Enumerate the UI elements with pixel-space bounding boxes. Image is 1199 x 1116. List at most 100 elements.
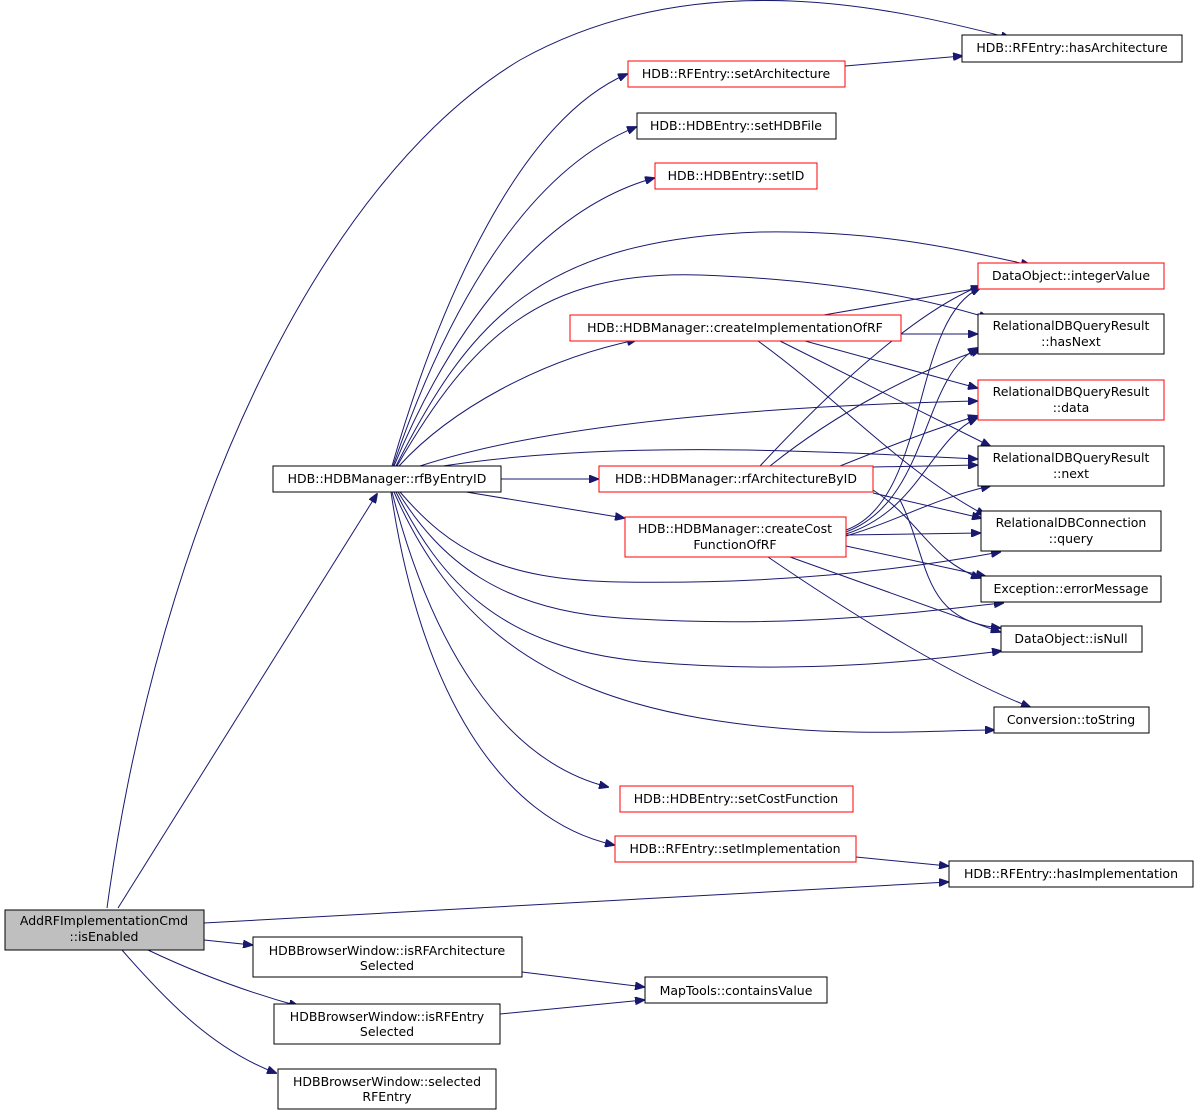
node-set-implementation[interactable]: HDB::RFEntry::setImplementation	[614, 835, 857, 863]
edge-arch-id-error-message	[872, 489, 980, 578]
svg-text:HDB::HDBManager::rfArchitectur: HDB::HDBManager::rfArchitectureByID	[615, 471, 857, 486]
node-has-architecture[interactable]: HDB::RFEntry::hasArchitecture	[961, 34, 1183, 63]
svg-text:RFEntry: RFEntry	[362, 1089, 412, 1104]
edge-root-is-rf-entry-selected	[147, 949, 298, 1006]
node-contains-value[interactable]: MapTools::containsValue	[644, 976, 828, 1004]
svg-text:HDBBrowserWindow::isRFArchitec: HDBBrowserWindow::isRFArchitecture	[269, 943, 506, 958]
node-create-implementation[interactable]: HDB::HDBManager::createImplementationOfR…	[569, 314, 902, 342]
node-root-line1: AddRFImplementationCmd	[20, 913, 188, 928]
svg-text:RelationalDBQueryResult: RelationalDBQueryResult	[993, 450, 1150, 465]
edge-cost-query	[845, 533, 980, 535]
svg-text:FunctionOfRF: FunctionOfRF	[693, 537, 776, 552]
node-set-hdb-file[interactable]: HDB::HDBEntry::setHDBFile	[636, 112, 837, 140]
edge-cost-data	[845, 418, 977, 535]
edge-rf-set-cost-function	[391, 491, 608, 787]
edge-cost-error-message	[845, 545, 985, 576]
node-to-string[interactable]: Conversion::toString	[993, 706, 1150, 734]
edge-rf-query	[399, 491, 1000, 583]
svg-text:::data: ::data	[1053, 400, 1090, 415]
edge-set-impl-has-impl	[855, 856, 948, 866]
edge-rf-set-id	[393, 178, 654, 467]
node-next[interactable]: RelationalDBQueryResult ::next	[977, 445, 1165, 487]
node-rf-architecture-by-id[interactable]: HDB::HDBManager::rfArchitectureByID	[598, 465, 874, 493]
node-set-cost-function[interactable]: HDB::HDBEntry::setCostFunction	[619, 785, 854, 813]
svg-text:::hasNext: ::hasNext	[1041, 334, 1101, 349]
node-is-rf-architecture-selected[interactable]: HDBBrowserWindow::isRFArchitecture Selec…	[252, 936, 523, 978]
svg-text:HDB::HDBManager::createImpleme: HDB::HDBManager::createImplementationOfR…	[587, 320, 883, 335]
edge-root-has-architecture	[106, 0, 1010, 909]
edge-root-selected-rf-entry	[121, 949, 276, 1073]
edge-arch-id-integer-value	[759, 286, 980, 467]
edge-rf-data	[419, 401, 977, 467]
edge-impl-data	[804, 340, 977, 388]
svg-text:Exception::errorMessage: Exception::errorMessage	[994, 581, 1149, 596]
node-create-cost-function[interactable]: HDB::HDBManager::createCost FunctionOfRF	[624, 516, 847, 558]
node-has-next[interactable]: RelationalDBQueryResult ::hasNext	[977, 313, 1165, 355]
svg-text:Selected: Selected	[360, 1024, 414, 1039]
edge-rf-next	[429, 449, 977, 469]
edge-cost-next	[845, 486, 990, 537]
edge-root-is-rf-arch-selected	[203, 939, 252, 945]
nodes: AddRFImplementationCmd ::isEnabled HDB::…	[4, 34, 1194, 1110]
svg-text:DataObject::integerValue: DataObject::integerValue	[992, 268, 1150, 283]
edge-arch-sel-contains	[521, 971, 644, 987]
node-has-implementation[interactable]: HDB::RFEntry::hasImplementation	[948, 860, 1194, 888]
edge-arch-id-data	[829, 416, 977, 471]
svg-text:Conversion::toString: Conversion::toString	[1007, 712, 1135, 727]
svg-text:HDB::RFEntry::hasImplementatio: HDB::RFEntry::hasImplementation	[964, 866, 1178, 881]
edge-set-arch-has-arch	[844, 56, 962, 67]
edge-impl-next	[779, 340, 990, 446]
edge-rf-set-architecture	[391, 74, 627, 467]
svg-text:RelationalDBQueryResult: RelationalDBQueryResult	[993, 318, 1150, 333]
node-set-architecture[interactable]: HDB::RFEntry::setArchitecture	[627, 60, 846, 88]
node-query[interactable]: RelationalDBConnection ::query	[980, 510, 1162, 552]
svg-text:RelationalDBConnection: RelationalDBConnection	[996, 515, 1147, 530]
edge-root-has-implementation	[203, 882, 948, 924]
svg-text:Selected: Selected	[360, 958, 414, 973]
svg-text:HDBBrowserWindow::isRFEntry: HDBBrowserWindow::isRFEntry	[290, 1009, 485, 1024]
edge-cost-is-null	[789, 556, 1000, 632]
node-error-message[interactable]: Exception::errorMessage	[980, 575, 1162, 603]
edge-cost-integer-value	[845, 288, 980, 531]
node-root-line2: ::isEnabled	[70, 929, 139, 944]
svg-text:RelationalDBQueryResult: RelationalDBQueryResult	[993, 384, 1150, 399]
node-is-null[interactable]: DataObject::isNull	[1000, 625, 1143, 653]
svg-text:::query: ::query	[1049, 531, 1094, 546]
edge-rf-error-message	[397, 491, 1003, 623]
node-data[interactable]: RelationalDBQueryResult ::data	[977, 379, 1165, 421]
edge-rf-create-cost	[459, 490, 624, 518]
edge-arch-id-has-next	[769, 350, 980, 467]
edge-arch-id-next	[872, 465, 977, 467]
svg-text:HDB::RFEntry::hasArchitecture: HDB::RFEntry::hasArchitecture	[976, 40, 1168, 55]
edge-rf-set-hdb-file	[392, 127, 636, 467]
svg-text:HDB::HDBEntry::setID: HDB::HDBEntry::setID	[668, 168, 805, 183]
svg-text:HDB::RFEntry::setImplementatio: HDB::RFEntry::setImplementation	[629, 841, 840, 856]
edge-cost-to-string	[767, 556, 1030, 707]
node-root[interactable]: AddRFImplementationCmd ::isEnabled	[4, 909, 205, 951]
svg-text:HDB::HDBManager::rfByEntryID: HDB::HDBManager::rfByEntryID	[288, 471, 487, 486]
svg-text:::next: ::next	[1053, 466, 1089, 481]
edge-rf-integer-value	[395, 231, 1030, 467]
edge-impl-integer-value	[817, 288, 980, 317]
node-selected-rf-entry[interactable]: HDBBrowserWindow::selected RFEntry	[277, 1068, 497, 1110]
edge-cost-has-next	[845, 348, 977, 533]
svg-text:HDB::HDBEntry::setHDBFile: HDB::HDBEntry::setHDBFile	[650, 118, 822, 133]
edge-rf-is-null	[395, 491, 1001, 668]
svg-text:HDB::HDBManager::createCost: HDB::HDBManager::createCost	[638, 521, 832, 536]
edge-rf-create-impl	[398, 340, 636, 467]
edge-entry-sel-contains	[499, 1000, 644, 1015]
svg-text:DataObject::isNull: DataObject::isNull	[1014, 631, 1127, 646]
edge-rf-to-string	[393, 491, 994, 732]
edges	[106, 0, 1030, 1073]
node-rf-by-entry-id[interactable]: HDB::HDBManager::rfByEntryID	[272, 465, 502, 493]
svg-text:HDB::RFEntry::setArchitecture: HDB::RFEntry::setArchitecture	[642, 66, 831, 81]
node-is-rf-entry-selected[interactable]: HDBBrowserWindow::isRFEntry Selected	[273, 1003, 501, 1045]
node-integer-value[interactable]: DataObject::integerValue	[977, 262, 1165, 290]
svg-text:HDB::HDBEntry::setCostFunction: HDB::HDBEntry::setCostFunction	[634, 791, 838, 806]
svg-text:MapTools::containsValue: MapTools::containsValue	[660, 983, 813, 998]
svg-text:HDBBrowserWindow::selected: HDBBrowserWindow::selected	[293, 1074, 481, 1089]
node-set-id[interactable]: HDB::HDBEntry::setID	[654, 162, 818, 190]
edge-rf-set-implementation	[390, 491, 614, 845]
edge-root-rf-by-entry-id	[117, 494, 377, 909]
